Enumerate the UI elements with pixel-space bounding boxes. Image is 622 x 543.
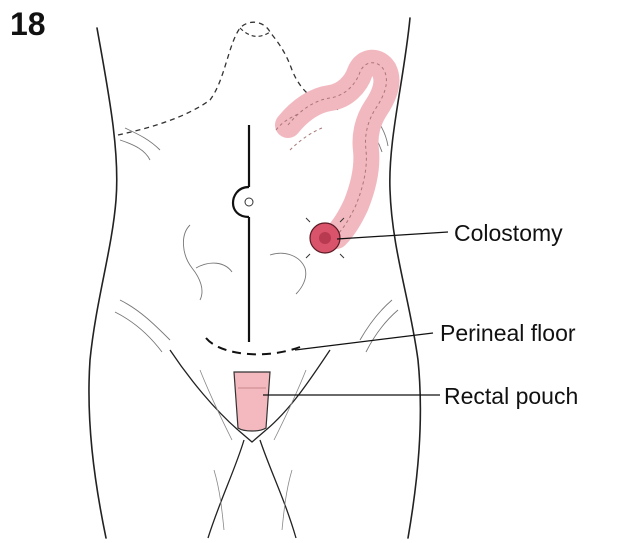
navel (245, 198, 253, 206)
rectal-pouch-shape (234, 372, 270, 431)
label-leader-lines (263, 232, 448, 395)
perineal-floor-line (206, 338, 300, 354)
xiphoid-notch (240, 28, 270, 36)
figure-number: 18 (10, 6, 46, 43)
colostomy-label: Colostomy (454, 220, 563, 247)
colon (276, 63, 386, 236)
perineal-floor-label: Perineal floor (440, 320, 576, 347)
rectal-pouch-label: Rectal pouch (444, 383, 578, 410)
midline-incision (233, 125, 249, 342)
